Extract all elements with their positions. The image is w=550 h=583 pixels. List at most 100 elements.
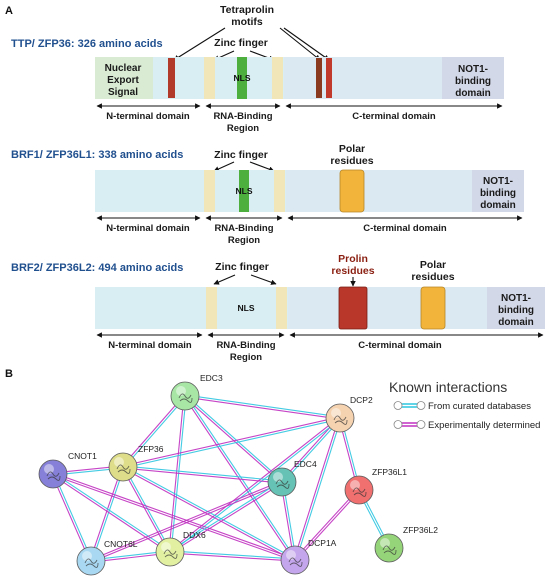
node-label: EDC3	[200, 373, 223, 383]
protein-node-zfp36[interactable]: ZFP36	[108, 444, 164, 482]
nls-label: NLS	[234, 73, 251, 83]
node-highlight	[176, 386, 186, 396]
protein-node-zfp36l1[interactable]: ZFP36L1	[344, 467, 407, 505]
zinc-finger-label: Zinc finger	[214, 149, 268, 161]
protein-structure-icon	[163, 549, 178, 559]
nls-label: NLS	[238, 303, 255, 313]
interaction-edge	[89, 466, 125, 562]
protein-node-edc4[interactable]: EDC4	[267, 459, 317, 497]
nes-label-2: Export	[107, 75, 139, 86]
interaction-edge	[122, 465, 283, 484]
zinc-finger-right	[272, 57, 283, 99]
protein-node-edc3[interactable]: EDC3	[170, 373, 223, 411]
c-terminal-label: C-terminal domain	[358, 340, 442, 351]
polar-residues-label-2: residues	[411, 271, 454, 283]
interaction-edge	[121, 394, 187, 469]
nls-box	[237, 57, 247, 99]
node-highlight	[114, 457, 124, 467]
not1-binding-domain	[442, 57, 504, 99]
nls-box	[239, 170, 249, 212]
panel-a-label: A	[5, 5, 13, 17]
not1-label-3: domain	[498, 317, 534, 328]
interaction-edge	[90, 480, 283, 563]
interaction-edge	[52, 472, 171, 554]
polar-residues-label: Polar	[339, 143, 365, 155]
not1-binding-domain	[487, 287, 545, 329]
zinc-finger-arrow-left	[213, 274, 236, 285]
node-highlight	[350, 480, 360, 490]
protein-title: BRF2/ ZFP36L2: 494 amino acids	[11, 262, 183, 274]
tetraprolin-arrow-2	[279, 27, 321, 61]
node-label: DCP1A	[308, 538, 337, 548]
node-label: ZFP36L2	[403, 525, 438, 535]
nls-label: NLS	[236, 186, 253, 196]
not1-label: NOT1-	[458, 64, 488, 75]
c-terminal-label: C-terminal domain	[363, 223, 447, 234]
node-label: DDX6	[183, 530, 206, 540]
interaction-edge	[122, 465, 296, 562]
protein-brf1: BRF1/ ZFP36L1: 338 amino acids Zinc fing…	[11, 143, 524, 246]
node-label: EDC4	[294, 459, 317, 469]
protein-title: TTP/ ZFP36: 326 amino acids	[11, 38, 163, 50]
panel-b-label: B	[5, 368, 13, 380]
zinc-finger-right	[274, 170, 285, 212]
protein-node-cnot6l[interactable]: CNOT6L	[76, 539, 138, 576]
protein-structure-icon	[46, 471, 61, 481]
prolin-residues-label: Prolin	[338, 253, 368, 265]
polar-residues-box	[339, 169, 365, 213]
interaction-edge	[293, 488, 361, 562]
interaction-edge	[51, 473, 93, 562]
nes-box	[95, 57, 153, 99]
tetraprolin-motif	[316, 58, 322, 98]
zinc-finger-arrow-right	[250, 274, 277, 285]
protein-structure-icon	[84, 558, 99, 568]
legend-curated-label: From curated databases	[428, 401, 531, 412]
protein-structure-icon	[116, 464, 131, 474]
zinc-finger-left	[204, 57, 215, 99]
prolin-residues-label-2: residues	[331, 265, 374, 277]
tetraprolin-motifs-label-line2: motifs	[231, 16, 263, 28]
network-nodes: EDC3DCP2ZFP36CNOT1EDC4ZFP36L1ZFP36L2CNOT…	[38, 373, 438, 576]
rna-binding-label: RNA-Binding	[213, 111, 272, 122]
legend-experimental-label: Experimentally determined	[428, 420, 540, 431]
zinc-finger-arrow-left	[213, 161, 235, 172]
rna-binding-label-2: Region	[230, 352, 262, 363]
zinc-finger-left	[206, 287, 217, 329]
interaction-edge	[169, 550, 296, 562]
tetraprolin-motif	[168, 58, 175, 98]
protein-node-cnot1[interactable]: CNOT1	[38, 451, 97, 489]
node-highlight	[380, 538, 390, 548]
node-highlight	[44, 464, 54, 474]
node-label: DCP2	[350, 395, 373, 405]
rna-binding-label: RNA-Binding	[214, 223, 273, 234]
interaction-edge	[184, 394, 341, 420]
interaction-edge	[122, 416, 341, 469]
panel-b: B EDC3DCP2ZFP36CNOT1EDC4ZFP36L1ZFP36L2CN…	[5, 368, 540, 576]
protein-node-dcp2[interactable]: DCP2	[325, 395, 373, 433]
protein-node-ddx6[interactable]: DDX6	[155, 530, 206, 567]
n-terminal-label: N-terminal domain	[108, 340, 192, 351]
not1-label-2: binding	[498, 305, 534, 316]
node-highlight	[161, 542, 171, 552]
protein-structure-icon	[382, 545, 397, 555]
panel-a: A Tetraprolin motifs TTP/ ZFP36: 326 ami…	[5, 4, 545, 363]
node-label: ZFP36L1	[372, 467, 407, 477]
node-highlight	[82, 551, 92, 561]
node-highlight	[286, 550, 296, 560]
protein-node-zfp36l2[interactable]: ZFP36L2	[374, 525, 438, 563]
not1-label-3: domain	[480, 200, 516, 211]
protein-node-dcp1a[interactable]: DCP1A	[280, 538, 337, 575]
not1-binding-domain	[472, 170, 524, 212]
polar-residues-label: Polar	[420, 259, 446, 271]
zinc-finger-arrow-right	[249, 161, 275, 172]
polar-residues-box	[420, 286, 446, 330]
not1-label: NOT1-	[501, 293, 531, 304]
interaction-edge	[183, 394, 284, 484]
node-label: ZFP36	[138, 444, 164, 454]
legend: Known interactions From curated database…	[389, 379, 540, 431]
protein-structure-icon	[333, 415, 348, 425]
tetraprolin-motifs-label: Tetraprolin	[220, 4, 274, 16]
node-label: CNOT1	[68, 451, 97, 461]
zinc-finger-right	[276, 287, 287, 329]
prolin-residues-box	[338, 286, 368, 330]
